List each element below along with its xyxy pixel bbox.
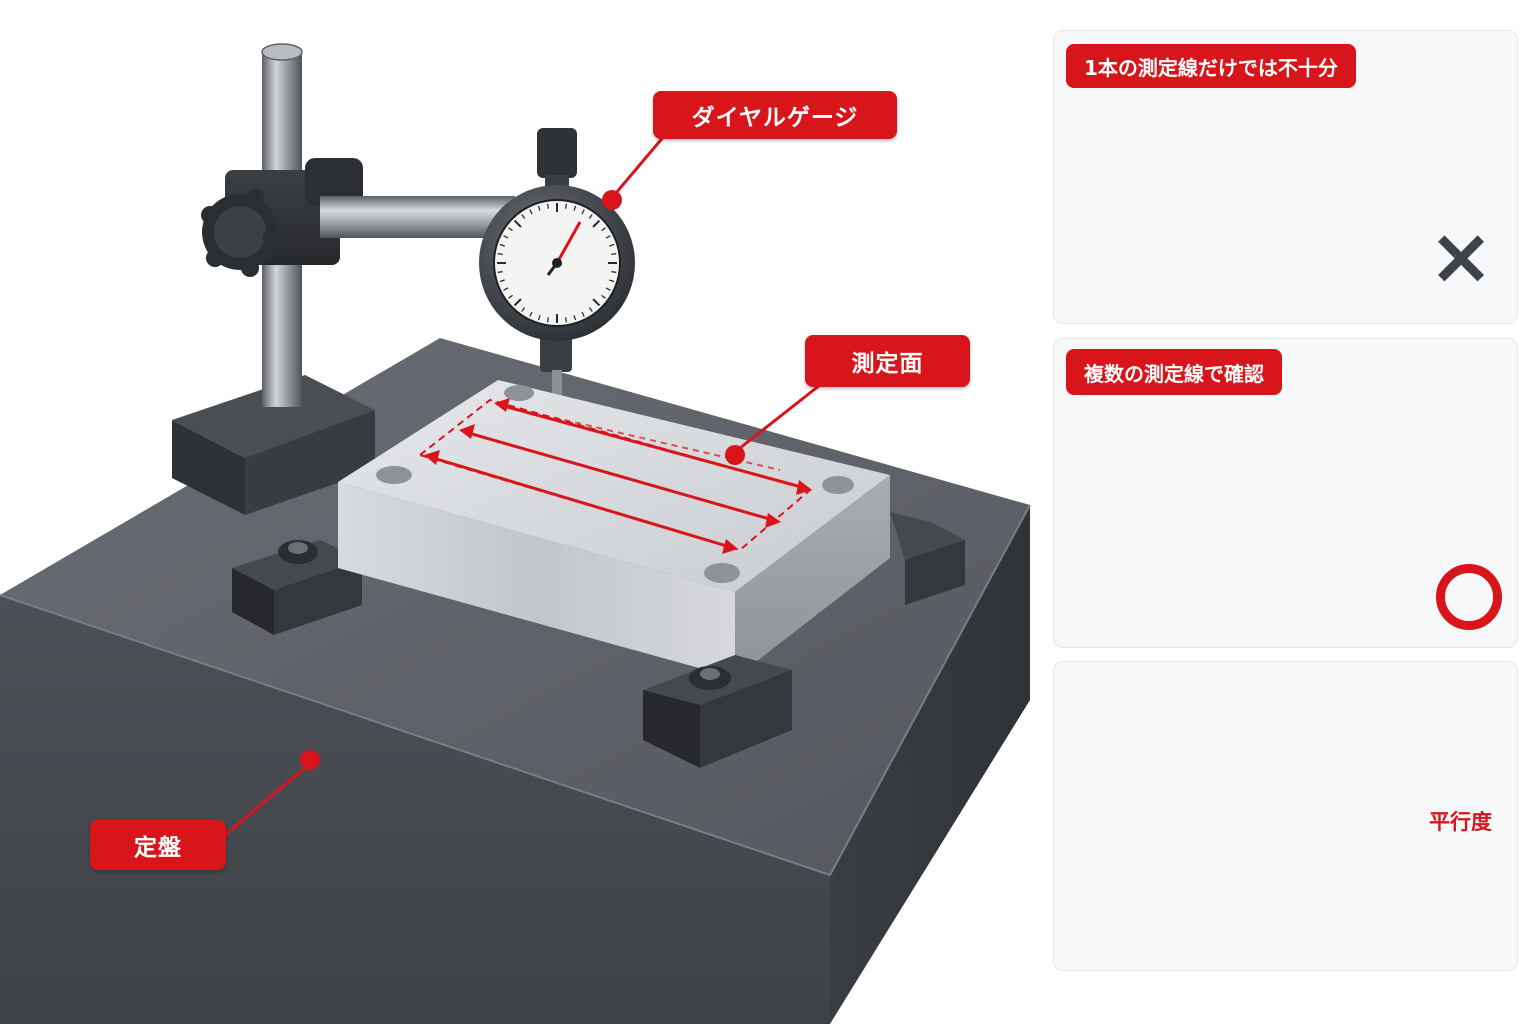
dial-gauge-label: ダイヤルゲージ [653, 91, 897, 139]
panel-2-title: 複数の測定線で確認 [1066, 349, 1282, 395]
surface-plate-marker-dot [300, 750, 320, 770]
parallelism-label: 平行度 [1429, 810, 1492, 834]
clamp-knob-icon[interactable] [201, 189, 281, 277]
dial-tick [573, 315, 577, 321]
dial-tick [513, 298, 522, 307]
stand-base [172, 375, 375, 515]
measuring-surface-leader-line [739, 383, 821, 450]
measuring-surface-marker-dot [725, 445, 745, 465]
dial-tick [529, 311, 533, 317]
dial-tick [605, 287, 611, 291]
dial-tick [601, 294, 606, 299]
dial-needle [555, 221, 582, 264]
dial-tick [513, 219, 522, 228]
circle-check-glyph: ○ [1054, 339, 1055, 340]
surface-plate-label: 定盤 [90, 820, 226, 870]
dial-gauge-marker-dot [602, 190, 622, 210]
circle-check-icon [1436, 564, 1502, 630]
fixture-clamp-right-back [890, 512, 965, 605]
dial-tick [601, 227, 606, 232]
dial-gauge-leader-line [614, 134, 667, 194]
dial-ticks [497, 203, 617, 323]
dial-tick [565, 203, 567, 209]
dial-tick [609, 243, 615, 247]
dial-tick [588, 307, 593, 312]
dial-gauge [479, 128, 667, 428]
surface-plate-leader-line [224, 766, 306, 837]
dial-tick [581, 209, 585, 215]
dial-tick [529, 209, 533, 215]
panel-single-line: 1本の測定線だけでは不十分 × [1053, 30, 1518, 324]
dial-tick [508, 294, 513, 299]
dial-tick [581, 311, 585, 317]
dial-tick [503, 287, 509, 291]
panel-parallelism: 平行度 [1053, 661, 1518, 971]
dial-tick [605, 235, 611, 239]
dial-tick [588, 214, 593, 219]
dial-tick [503, 235, 509, 239]
dial-tick [547, 317, 549, 323]
dial-tick [611, 271, 617, 273]
measuring-surface-label: 測定面 [805, 335, 970, 387]
dial-tick [499, 279, 505, 283]
dial-tick [499, 243, 505, 247]
dial-tick [611, 253, 617, 255]
panel-1-title: 1本の測定線だけでは不十分 [1066, 44, 1356, 88]
dial-tick [497, 271, 503, 273]
dial-tick [508, 227, 513, 232]
dial-tick [592, 298, 601, 307]
dial-tick [609, 279, 615, 283]
dial-tick [521, 307, 526, 312]
dial-tick [573, 205, 577, 211]
dial-tick [497, 253, 503, 255]
stand-clamp [201, 158, 363, 277]
fixture-clamp-left [232, 540, 362, 635]
fixture-clamp-right-front [643, 655, 792, 768]
stand-arm [320, 196, 515, 238]
dial-tick [537, 315, 541, 321]
measurement-lines [417, 383, 821, 554]
dial-tick [565, 317, 567, 323]
dial-tick [521, 214, 526, 219]
dial-tick [592, 219, 601, 228]
dial-tick [547, 203, 549, 209]
panel-multiple-lines: 複数の測定線で確認 ○ [1053, 338, 1518, 648]
dial-tick [537, 205, 541, 211]
cross-icon: × [1428, 212, 1494, 302]
